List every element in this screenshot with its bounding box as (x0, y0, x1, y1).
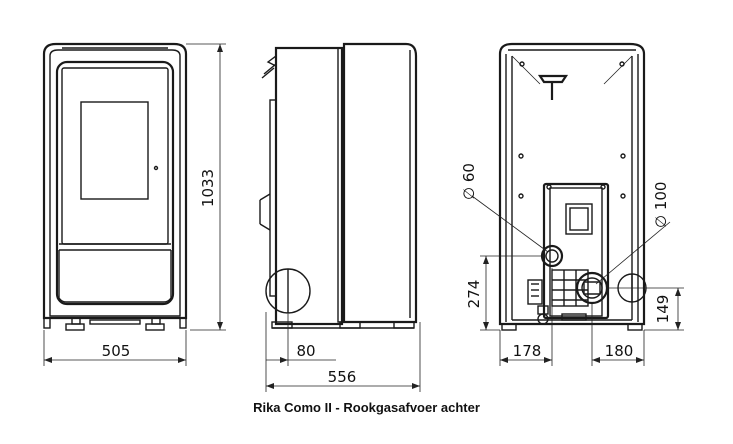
dim-flue-diameter-large: ∅ 100 (652, 182, 670, 228)
flue-diameter-large-leader: ∅ 100 (595, 182, 671, 285)
dim-flue-diameter-small: ∅ 60 (460, 163, 478, 200)
dim-front-width: 505 (102, 342, 131, 360)
dim-side-offset: 80 (296, 342, 315, 360)
dim-flue-offset-left: 178 (513, 342, 542, 360)
drawing-caption: Rika Como II - Rookgasafvoer achter (253, 400, 480, 415)
side-view (259, 42, 418, 329)
flue-diameter-small-leader: ∅ 60 (460, 163, 549, 253)
rear-view (498, 42, 647, 331)
front-view (42, 42, 188, 331)
dim-flue-height-small: 274 (465, 280, 483, 309)
side-offset-dimension: 80 (265, 312, 336, 392)
flue-height-small-dimension: 274 (465, 255, 546, 331)
dim-height: 1033 (199, 169, 217, 207)
side-depth-dimension: 556 (266, 322, 421, 392)
flue-offset-right-dimension: 180 (591, 304, 645, 366)
dim-side-depth: 556 (328, 368, 357, 386)
dim-flue-height-large: 149 (654, 295, 672, 324)
height-dimension: 1033 (186, 43, 226, 331)
flue-offset-left-dimension: 178 (499, 268, 553, 366)
flue-height-large-dimension: 149 (608, 287, 684, 331)
dim-flue-offset-right: 180 (605, 342, 634, 360)
front-width-dimension: 505 (43, 330, 187, 366)
